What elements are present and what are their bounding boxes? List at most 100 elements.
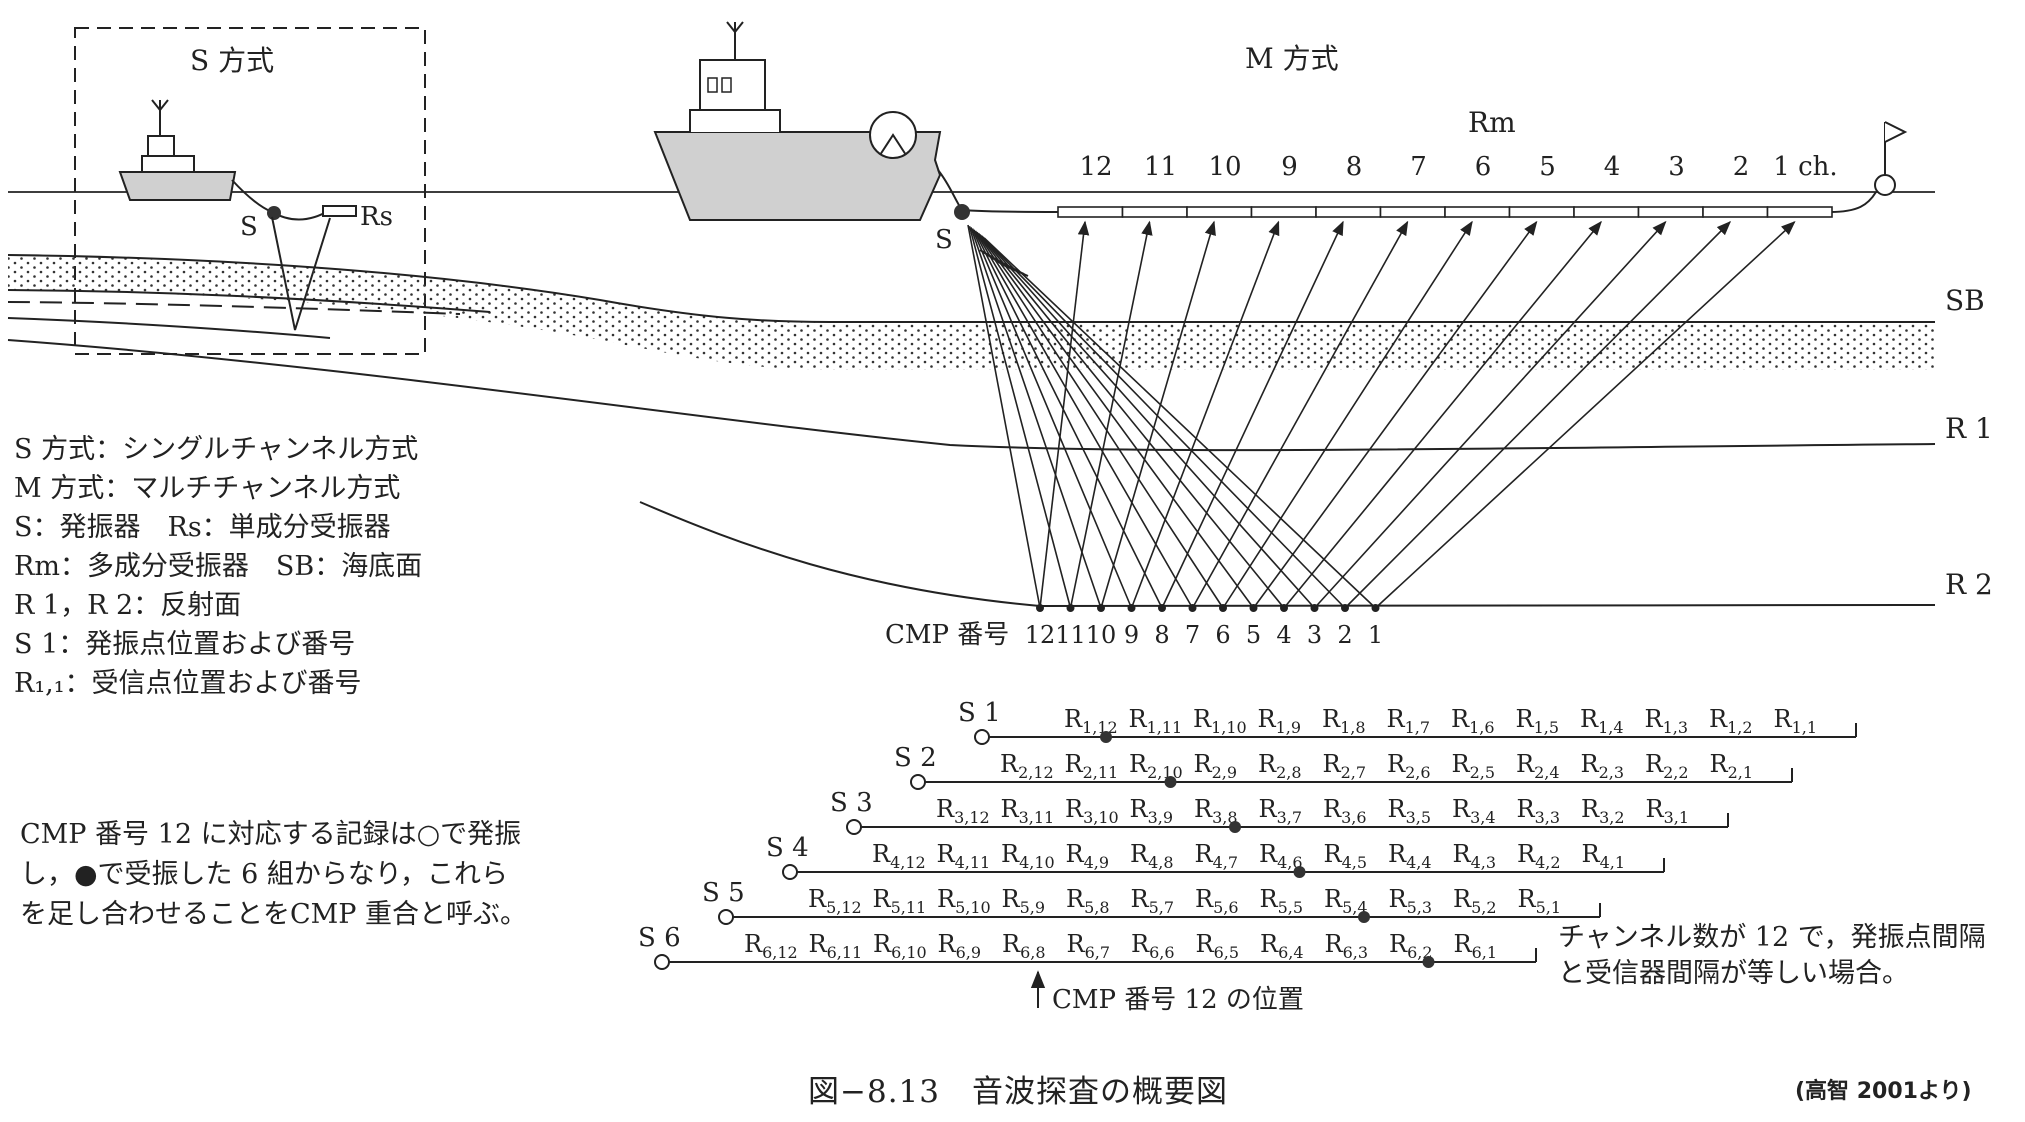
reflected-ray — [1374, 221, 1796, 609]
receiver-label: R3,5 — [1388, 795, 1432, 827]
seafloor-line — [7, 254, 1935, 323]
s-method-box — [74, 27, 426, 355]
note-line: し，●で受振した 6 組からなり，これら — [20, 859, 509, 890]
receiver-label: R2,4 — [1516, 750, 1560, 782]
legend-line: R 1，R 2：反射面 — [14, 590, 242, 621]
streamer-segment — [1315, 206, 1382, 218]
s-method-title: S 方式 — [190, 44, 274, 77]
receiver-point-filled — [1422, 956, 1435, 968]
receiver-label: R4,11 — [937, 840, 991, 872]
shot-point-open — [654, 954, 670, 970]
cmp-number: 6 — [1215, 621, 1230, 649]
cmp-stack-note: CMP 番号 12 に対応する記録は○で発振 し，●で受振した 6 組からなり，… — [20, 815, 527, 935]
cmp-point — [1371, 604, 1380, 612]
receiver-label: R3,8 — [1194, 795, 1238, 827]
cmp-number: 10 — [1086, 621, 1117, 649]
tail-buoy — [1874, 174, 1896, 196]
s-method-receiver — [322, 205, 357, 217]
incident-ray — [980, 235, 1316, 609]
incident-ray — [983, 237, 1377, 609]
receiver-label: R6,10 — [873, 930, 927, 962]
shot-label: S 2 — [894, 743, 937, 773]
cmp-number: 8 — [1154, 621, 1169, 649]
channel-label: 8 — [1346, 152, 1363, 182]
receiver-point-filled — [1100, 731, 1112, 743]
receiver-label: R4,3 — [1453, 840, 1497, 872]
streamer-segment — [1121, 206, 1188, 218]
channel-label: 7 — [1410, 152, 1427, 182]
cmp-point — [1097, 604, 1105, 612]
receiver-label: R2,6 — [1387, 750, 1431, 782]
receiver-point-filled — [1358, 911, 1370, 923]
condition-line: と受信器間隔が等しい場合。 — [1558, 958, 1909, 989]
buoy-flag — [1884, 121, 1908, 143]
condition-note: チャンネル数が 12 で，発振点間隔 と受信器間隔が等しい場合。 — [1558, 920, 1986, 992]
figure-caption: 図−8.13 音波探査の概要図 — [808, 1074, 1228, 1110]
cmp-number: 11 — [1055, 621, 1086, 649]
cmp-point — [1341, 604, 1349, 612]
receiver-label: R1,4 — [1580, 705, 1624, 737]
cmp-point — [1127, 604, 1136, 612]
reflected-ray — [1161, 220, 1344, 609]
receiver-label: R4,8 — [1130, 840, 1174, 872]
cmp-point — [1158, 604, 1166, 612]
incident-ray — [970, 227, 1102, 609]
cmp-number: 5 — [1246, 621, 1261, 649]
receiver-label: R1,6 — [1451, 705, 1495, 737]
streamer-segment — [1702, 206, 1769, 218]
receiver-point-filled — [1229, 821, 1241, 833]
cmp-point — [1310, 604, 1319, 612]
legend-line: Rm：多成分受振器 SB：海底面 — [14, 551, 423, 582]
receiver-label: R5,8 — [1066, 885, 1110, 917]
cmp-position-label: CMP 番号 12 の位置 — [1052, 985, 1304, 1015]
receiver-label: R5,11 — [873, 885, 927, 917]
receiver-label: R3,2 — [1581, 795, 1625, 827]
receiver-label: R1,7 — [1387, 705, 1431, 737]
receiver-label: R5,9 — [1002, 885, 1046, 917]
reflected-ray — [1344, 220, 1732, 609]
legend-line: S 1：発振点位置および番号 — [14, 629, 356, 660]
streamer-segment — [1057, 206, 1124, 218]
small-survey-ship — [118, 99, 237, 201]
receiver-label: R1,10 — [1193, 705, 1247, 737]
receiver-label: R6,1 — [1454, 930, 1498, 962]
receiver-label: R1,11 — [1129, 705, 1183, 737]
legend-line: R₁,₁：受信点位置および番号 — [14, 668, 362, 699]
cmp-number: 9 — [1124, 621, 1139, 649]
receiver-label: R1,5 — [1516, 705, 1560, 737]
incident-ray — [968, 225, 1072, 609]
receiver-label: R1,8 — [1322, 705, 1366, 737]
receiver-label: R6,5 — [1196, 930, 1240, 962]
receiver-label: R4,10 — [1001, 840, 1055, 872]
receiver-label: R4,1 — [1582, 840, 1626, 872]
receiver-label: R2,1 — [1710, 750, 1754, 782]
channel-label: 6 — [1475, 152, 1492, 182]
streamer-segment — [1250, 206, 1317, 218]
streamer-segment — [1766, 206, 1833, 218]
receiver-label: R3,4 — [1452, 795, 1496, 827]
receiver-label: R1,2 — [1709, 705, 1753, 737]
receiver-label: R5,12 — [808, 885, 862, 917]
receiver-label: R6,4 — [1260, 930, 1304, 962]
receiver-label: R5,1 — [1518, 885, 1562, 917]
channel-label: 3 — [1668, 152, 1685, 182]
m-method-source-label: S — [935, 225, 953, 255]
receiver-label: R6,8 — [1002, 930, 1046, 962]
receiver-label: R4,2 — [1517, 840, 1561, 872]
incident-ray — [976, 231, 1224, 609]
cmp-number: 2 — [1337, 621, 1352, 649]
m-method-cable — [937, 169, 1059, 213]
incident-ray — [977, 232, 1255, 609]
incident-ray — [974, 230, 1194, 609]
reflector-r2 — [639, 501, 1936, 608]
left-layer-line — [7, 317, 331, 339]
streamer-segment — [1637, 206, 1704, 218]
receiver-label: R6,7 — [1067, 930, 1111, 962]
note-line: CMP 番号 12 に対応する記録は○で発振 — [20, 819, 522, 850]
reflected-ray — [1069, 220, 1153, 609]
s-method-receiver-label: Rs — [360, 202, 393, 232]
fan-hatch — [1000, 263, 1029, 277]
note-line: を足し合わせることをCMP 重合と呼ぶ。 — [20, 899, 528, 930]
